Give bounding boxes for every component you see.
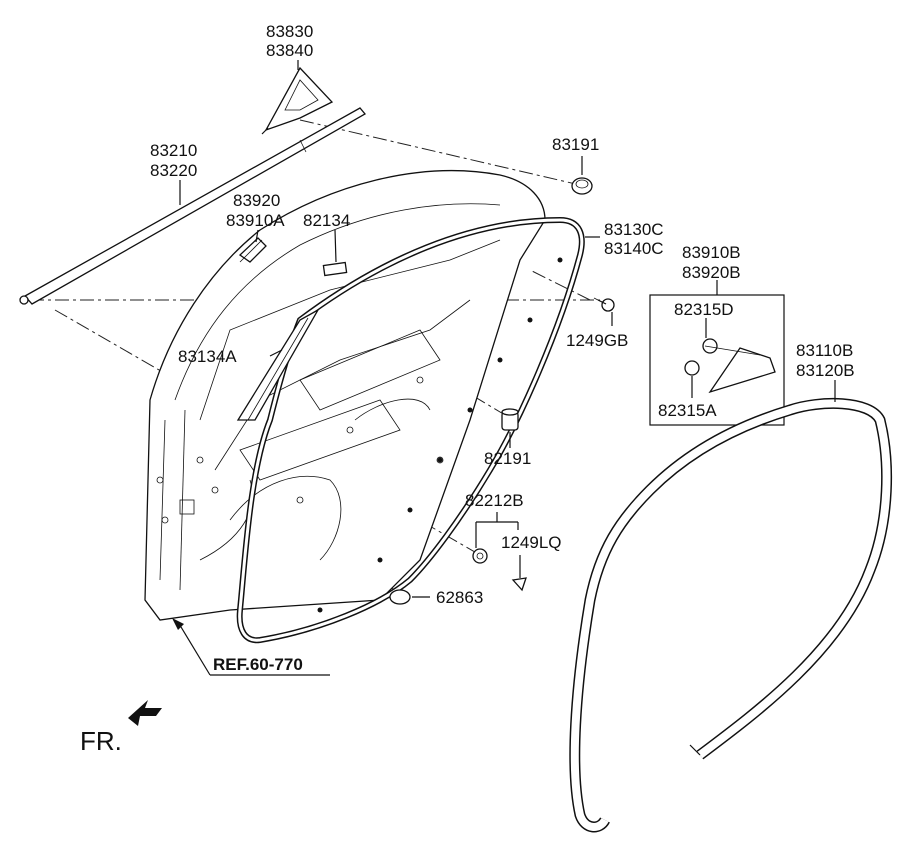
label-1249GB: 1249GB: [566, 331, 628, 350]
plug-83191: [571, 177, 593, 195]
label-83910A: 83910A: [226, 211, 285, 230]
pad-82134: [322, 261, 348, 277]
label-83130C: 83130C: [604, 220, 664, 239]
label-83210: 83210: [150, 141, 197, 160]
label-83110B: 83110B: [796, 341, 853, 360]
label-82212B: 82212B: [465, 491, 524, 510]
screw-1249LQ: [511, 577, 527, 592]
label-83920: 83920: [233, 191, 280, 210]
label-83220: 83220: [150, 161, 197, 180]
label-83191: 83191: [552, 135, 599, 154]
label-ref-60-770: REF.60-770: [213, 655, 303, 674]
label-82315D: 82315D: [674, 300, 734, 319]
label-83830: 83830: [266, 22, 313, 41]
grommet-82212B: [472, 548, 488, 564]
door-frame-weatherstrip: [236, 216, 585, 644]
label-82315A: 82315A: [658, 401, 717, 420]
label-83920B: 83920B: [682, 263, 741, 282]
body-weatherstrip: [569, 398, 893, 833]
label-62863: 62863: [436, 588, 483, 607]
delta-moulding: [261, 66, 334, 135]
label-83910B: 83910B: [682, 243, 741, 262]
screw-1249GB: [593, 297, 615, 312]
inset-box: [649, 280, 785, 426]
channel-83134A: [236, 308, 320, 421]
label-front: FR.: [80, 726, 122, 756]
belt-moulding-strip: [19, 107, 366, 305]
label-83840: 83840: [266, 41, 313, 60]
label-82134: 82134: [303, 211, 350, 230]
label-82191: 82191: [484, 449, 531, 468]
part-labels: 83830 83840 83210 83220 83191 83920 8391…: [80, 22, 855, 756]
clip-83920: [238, 237, 267, 263]
label-83120B: 83120B: [796, 361, 855, 380]
leader-lines: [172, 60, 836, 676]
label-83140C: 83140C: [604, 239, 664, 258]
bumper-82191: [501, 408, 519, 431]
cap-62863: [389, 589, 411, 605]
label-83134A: 83134A: [178, 347, 237, 366]
front-direction-arrow: [128, 700, 162, 726]
label-1249LQ: 1249LQ: [501, 533, 562, 552]
